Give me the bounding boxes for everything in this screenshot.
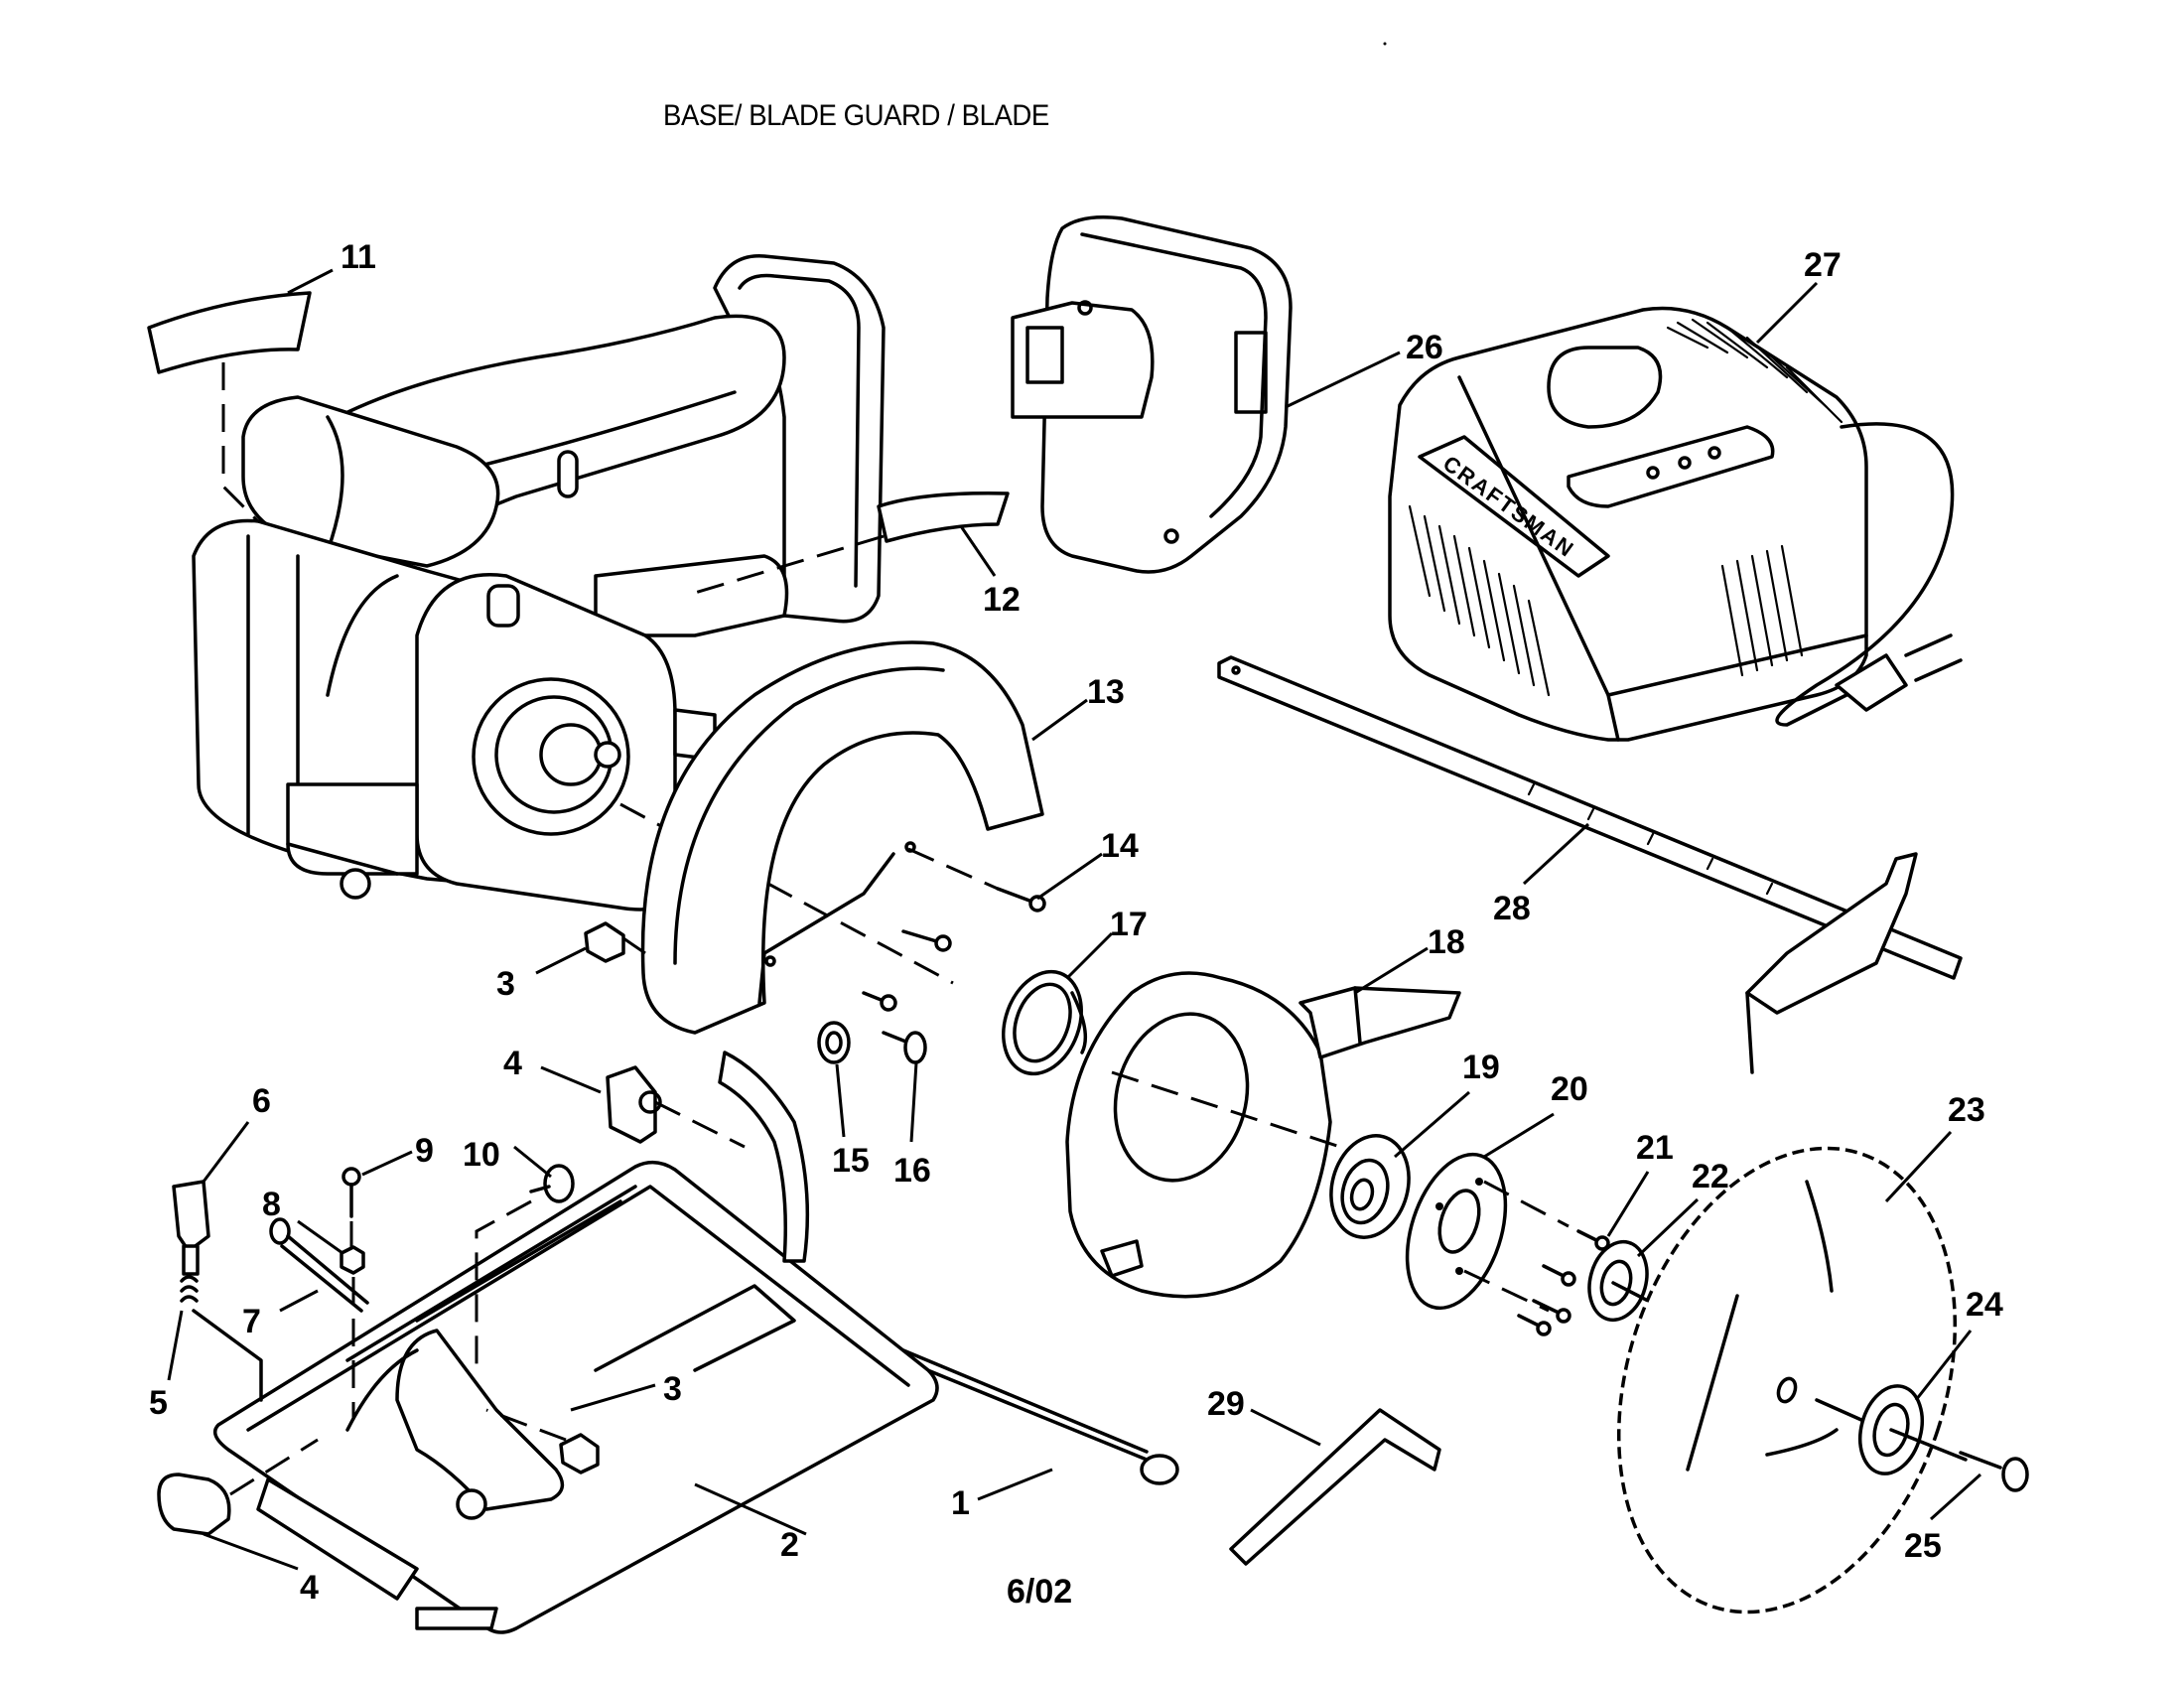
- part-battery-pack: [1011, 215, 1293, 574]
- callout-15: 15: [832, 1142, 870, 1180]
- callout-27: 27: [1804, 246, 1842, 284]
- part-lower-blade-guard: [1065, 971, 1461, 1299]
- callout-19: 19: [1462, 1049, 1500, 1086]
- callout-1: 1: [951, 1484, 970, 1522]
- part-inner-washer: [1587, 1239, 1650, 1323]
- part-upper-blade-guard: [640, 640, 1044, 1035]
- callout-25: 25: [1904, 1527, 1942, 1565]
- callout-9: 9: [415, 1132, 434, 1170]
- callout-10: 10: [463, 1136, 500, 1174]
- part-guard-screws: [862, 847, 1046, 1012]
- leader-lines: [167, 268, 1982, 1571]
- callout-21: 21: [1636, 1129, 1674, 1167]
- callout-labels: 1 2 3 3 4 4 5 6 7 8 9 10 11 12 13 14 15 …: [149, 238, 2003, 1607]
- callout-12: 12: [983, 581, 1021, 619]
- callout-13: 13: [1087, 673, 1125, 711]
- saw-motor-housing: [192, 254, 954, 985]
- part-spring: [180, 1275, 263, 1402]
- part-guard-plate: [1405, 1152, 1570, 1313]
- callout-2: 2: [780, 1526, 799, 1564]
- callout-3-lower: 3: [663, 1370, 682, 1408]
- part-guard-bolt: [882, 1031, 927, 1064]
- part-bushing: [817, 1021, 851, 1064]
- part-bearing: [1329, 1134, 1411, 1239]
- part-bolt-7: [269, 1217, 369, 1313]
- part-saw-blade: [1616, 1146, 1958, 1614]
- callout-20: 20: [1551, 1070, 1588, 1108]
- callout-26: 26: [1406, 329, 1443, 366]
- callout-8: 8: [262, 1186, 281, 1223]
- callout-11: 11: [341, 238, 376, 276]
- part-knob-upper: [606, 1065, 746, 1149]
- callout-29: 29: [1207, 1385, 1245, 1423]
- part-hex-wrench: [1229, 1408, 1441, 1566]
- part-shoulder-bolt-10: [475, 1164, 575, 1370]
- part-guard-spring: [1002, 969, 1088, 1076]
- part-hex-nut-8: [340, 1245, 365, 1420]
- part-rip-fence: [1217, 655, 1963, 1074]
- callout-4-upper: 4: [503, 1045, 522, 1082]
- callout-6: 6: [252, 1082, 271, 1120]
- part-nut-upper: [584, 921, 646, 963]
- date-code: 6/02: [1007, 1573, 1073, 1611]
- callout-5: 5: [149, 1384, 168, 1422]
- part-outer-washer: [1858, 1384, 1968, 1475]
- callout-14: 14: [1101, 827, 1139, 865]
- part-screw-9: [341, 1167, 361, 1251]
- callout-7: 7: [242, 1303, 261, 1340]
- callout-16: 16: [893, 1152, 931, 1190]
- callout-28: 28: [1493, 890, 1531, 927]
- part-plate-screws: [1517, 1229, 1610, 1336]
- part-label-12: [684, 491, 1010, 598]
- part-base: [212, 1051, 939, 1634]
- callout-24: 24: [1966, 1286, 2003, 1324]
- diagram-title: BASE/ BLADE GUARD / BLADE: [663, 99, 1049, 132]
- callout-22: 22: [1692, 1158, 1729, 1195]
- callout-18: 18: [1428, 923, 1465, 961]
- part-depth-knob: [172, 1180, 210, 1276]
- callout-4-lower: 4: [300, 1569, 319, 1607]
- part-charger: CRAFTSMAN: [1388, 306, 1963, 742]
- callout-23: 23: [1948, 1091, 1985, 1129]
- callout-17: 17: [1110, 906, 1148, 943]
- part-blade-bolt: [1959, 1451, 2029, 1492]
- callout-3-upper: 3: [496, 965, 515, 1003]
- stray-mark: [1383, 42, 1387, 46]
- part-knob-lower: [157, 1438, 319, 1536]
